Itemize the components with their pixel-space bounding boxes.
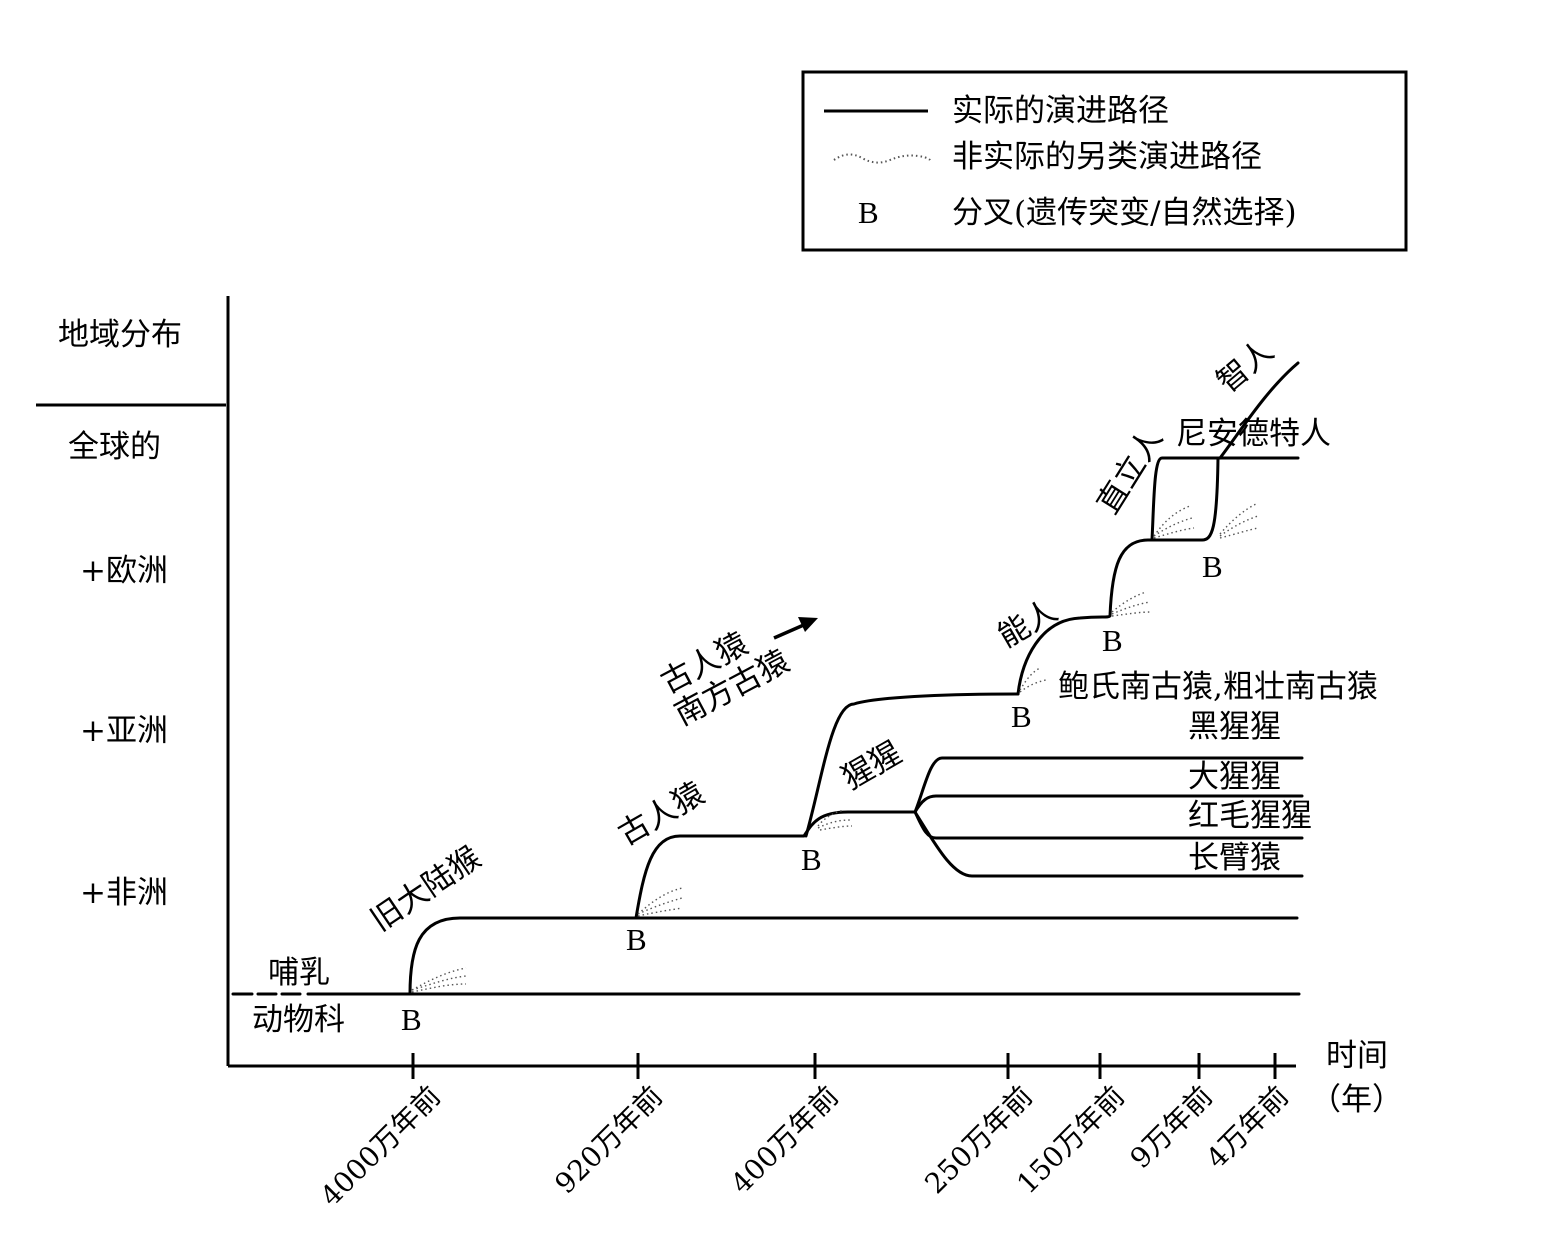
alt-path xyxy=(1153,505,1191,537)
y-axis-title: 地域分布 xyxy=(58,317,182,353)
x-tick-label: 400万年前 xyxy=(724,1080,845,1201)
ape-lineage xyxy=(634,810,917,920)
x-tick-label: 4万年前 xyxy=(1200,1080,1295,1175)
label-gorilla: 大猩猩 xyxy=(1188,759,1281,795)
alt-path xyxy=(1019,679,1047,693)
alt-path xyxy=(411,967,467,991)
arrow-icon xyxy=(773,617,818,640)
chimpanzee-lineage xyxy=(913,756,1304,814)
alternative-paths xyxy=(411,503,1259,993)
alt-path xyxy=(1153,517,1193,537)
alt-path xyxy=(1219,527,1259,539)
homo-lineage xyxy=(1016,456,1300,696)
gibbon-lineage xyxy=(913,810,1304,878)
label-mammal-line2: 动物科 xyxy=(252,1002,345,1038)
alt-path xyxy=(637,907,683,917)
branch-markers: B B B B B B xyxy=(401,549,1223,1037)
alt-path xyxy=(1111,591,1147,613)
alt-path xyxy=(819,825,853,831)
alt-path xyxy=(411,983,467,993)
australopith-lineage xyxy=(804,692,1020,838)
branch-marker: B xyxy=(401,1002,422,1037)
label-robust-australopith: 鲍氏南古猿,粗壮南古猿 xyxy=(1058,669,1378,705)
arrow-shaft xyxy=(773,622,807,640)
gorilla-lineage xyxy=(913,794,1304,814)
alt-path xyxy=(637,897,683,915)
label-neanderthal: 尼安德特人 xyxy=(1176,416,1331,452)
legend: 实际的演进路径 非实际的另类演进路径 B 分叉(遗传突变/自然选择) xyxy=(801,70,1408,252)
x-tick-label: 920万年前 xyxy=(548,1080,669,1201)
alt-path xyxy=(637,887,683,915)
label-chimpanzee: 黑猩猩 xyxy=(1188,709,1281,745)
branch-marker: B xyxy=(801,842,822,877)
y-level-asia: +亚洲 xyxy=(80,713,168,749)
branch-marker: B xyxy=(1011,699,1032,734)
x-axis-title: 时间 xyxy=(1326,1038,1388,1074)
branch-marker: B xyxy=(626,922,647,957)
neanderthal-lineage xyxy=(1150,456,1222,542)
alt-path xyxy=(411,975,467,991)
legend-box xyxy=(801,70,1408,252)
alt-path xyxy=(1019,667,1041,691)
label-great-ape: 猩猩 xyxy=(836,735,908,797)
alt-path xyxy=(1153,527,1195,539)
legend-b-symbol: B xyxy=(858,195,879,230)
label-orangutan: 红毛猩猩 xyxy=(1188,798,1312,834)
legend-alt-path-swatch xyxy=(833,153,932,164)
y-level-global: 全球的 xyxy=(68,429,161,465)
old-world-monkey-lineage xyxy=(408,916,1299,996)
alt-path xyxy=(817,819,851,829)
label-homo-habilis: 能人 xyxy=(992,593,1064,655)
x-axis-unit: （年） xyxy=(1310,1082,1403,1118)
x-tick-label: 4000万年前 xyxy=(314,1080,447,1213)
actual-paths xyxy=(231,361,1304,996)
label-old-world-monkey: 旧大陆猴 xyxy=(364,839,487,938)
legend-actual-path-label: 实际的演进路径 xyxy=(952,93,1169,129)
alt-path xyxy=(1111,601,1151,615)
x-ticks: 4000万年前 920万年前 400万年前 250万年前 150万年前 9万年前… xyxy=(314,1053,1295,1213)
legend-b-meaning: 分叉(遗传突变/自然选择) xyxy=(952,195,1297,231)
alt-path xyxy=(1219,515,1259,537)
y-level-africa: +非洲 xyxy=(80,875,168,911)
sapiens-lineage xyxy=(1218,361,1300,460)
alt-path xyxy=(1111,611,1151,617)
branch-marker: B xyxy=(1102,623,1123,658)
arrow-head xyxy=(798,617,818,632)
label-homo-erectus: 直立人 xyxy=(1090,422,1170,520)
branch-marker: B xyxy=(1202,549,1223,584)
label-gibbon: 长臂猿 xyxy=(1188,840,1281,876)
species-labels: 哺乳 动物科 旧大陆猴 古人猿 古人猿 南方古猿 猩猩 鲍氏南古猿,粗壮南古猿 … xyxy=(252,333,1378,1038)
x-tick-label: 9万年前 xyxy=(1124,1080,1219,1175)
label-mammal-line1: 哺乳 xyxy=(268,955,330,991)
legend-alt-path-label: 非实际的另类演进路径 xyxy=(952,139,1262,175)
y-level-europe: +欧洲 xyxy=(80,553,168,589)
